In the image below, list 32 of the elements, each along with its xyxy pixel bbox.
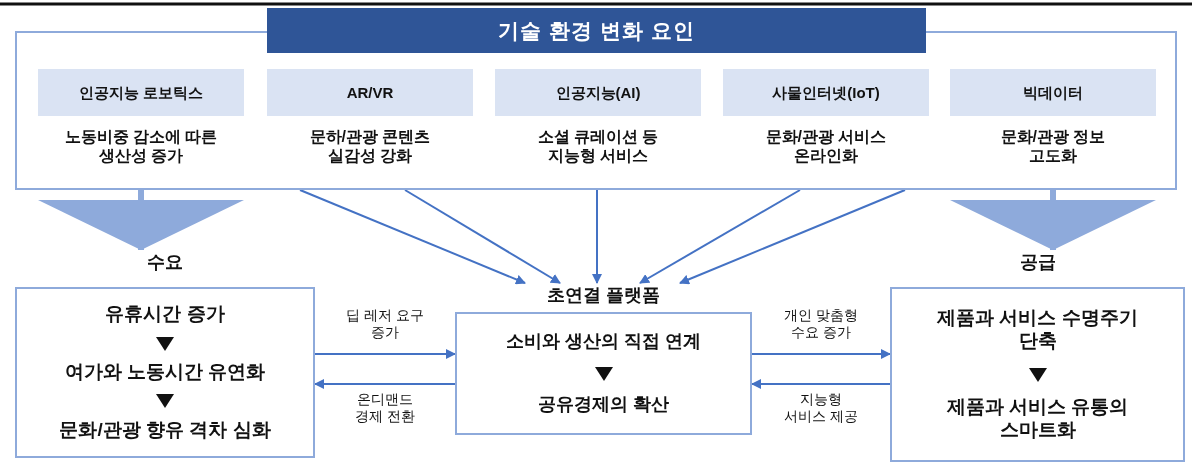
category-box: AR/VR [267, 69, 473, 116]
stage-text: 공유경제의 확산 [538, 393, 669, 416]
stage-text: 제품과 서비스 수명주기 단축 [936, 307, 1139, 354]
arrow [639, 189, 801, 284]
category-box: 인공지능 로보틱스 [38, 69, 244, 116]
chevron-arrow [950, 190, 1156, 250]
description-text: 소셜 큐레이션 등 지능형 서비스 [536, 127, 660, 166]
category-box: 사물인터넷(IoT) [723, 69, 929, 116]
category-box: 인공지능(AI) [495, 69, 701, 116]
description-text: 노동비중 감소에 따른 생산성 증가 [63, 127, 219, 166]
arrow [314, 379, 456, 389]
arrow [592, 189, 602, 284]
section-heading: 초연결 플랫폼 [546, 285, 661, 307]
stage-text: 문화/관광 향유 격차 심화 [59, 418, 271, 442]
description-text: 문화/관광 서비스 온라인화 [764, 127, 888, 166]
stage-text: 제품과 서비스 유통의 스마트화 [945, 395, 1130, 442]
stage-text: 소비와 생산의 직접 연계 [506, 331, 701, 354]
arrow [404, 189, 561, 284]
stage-text: 여가와 노동시간 유연화 [64, 361, 266, 384]
arrow [751, 379, 891, 389]
arrow [314, 349, 456, 359]
arrow [679, 189, 906, 285]
section-heading: 공급 [1018, 252, 1057, 274]
stage-text: 유휴시간 증가 [105, 303, 225, 327]
description-text: 문하/관광 콘텐츠 실감성 강화 [308, 127, 432, 166]
section-heading: 수요 [146, 252, 184, 274]
heading-banner: 기술 환경 변화 요인 [267, 8, 926, 53]
arrow [299, 189, 526, 285]
chevron-arrow [38, 190, 244, 250]
description-text: 문화/관광 정보 고도화 [999, 127, 1107, 166]
category-box: 빅데이터 [950, 69, 1156, 116]
arrow [751, 349, 891, 359]
